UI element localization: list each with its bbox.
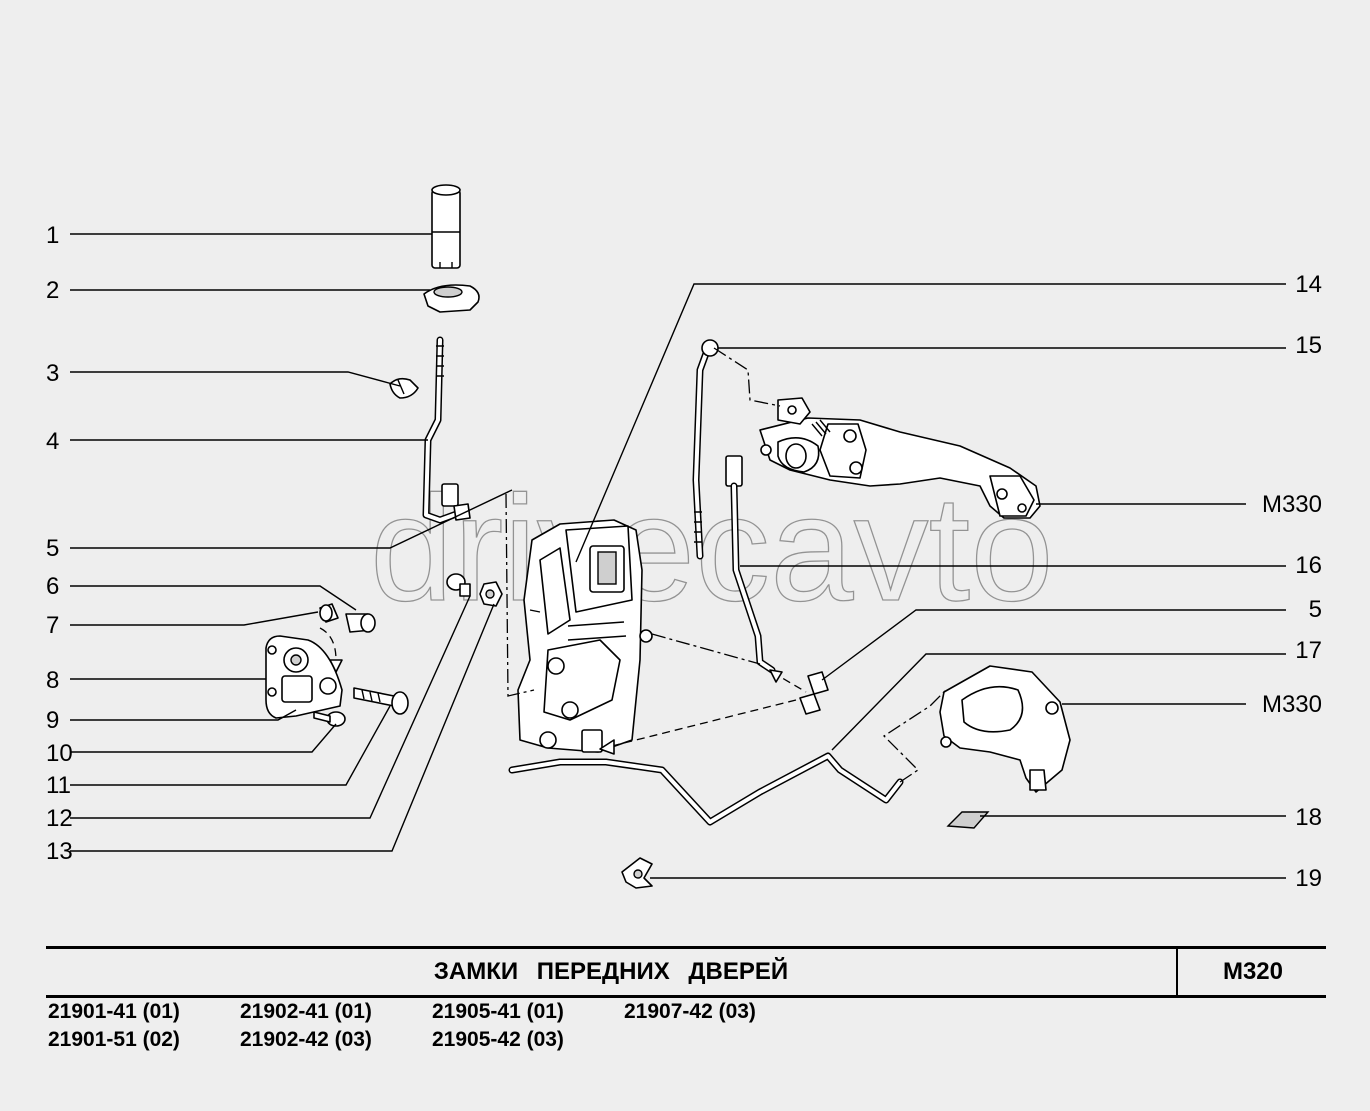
assembly-line-4 xyxy=(505,493,535,697)
part-clip xyxy=(389,377,419,399)
part-bushings xyxy=(319,603,376,673)
model-code: 21902-41 (01) xyxy=(240,1000,372,1023)
diagram-code: M320 xyxy=(1222,958,1284,985)
part-pad xyxy=(946,811,990,829)
arrow-head-1 xyxy=(599,739,615,755)
title-block: ЗАМКИ ПЕРЕДНИХ ДВЕРЕЙ M320 xyxy=(46,946,1326,998)
diagram-title: ЗАМКИ ПЕРЕДНИХ ДВЕРЕЙ xyxy=(433,958,789,985)
callout-12: 12 xyxy=(46,805,73,832)
part-rod-clip-left xyxy=(453,503,471,521)
model-code: 21905-41 (01) xyxy=(432,1000,564,1023)
callout-7: 7 xyxy=(46,612,59,639)
callout-4: 4 xyxy=(46,428,59,455)
assembly-line-1 xyxy=(603,699,797,749)
part-inside-handle xyxy=(939,665,1071,793)
model-code: 21902-42 (03) xyxy=(240,1028,372,1051)
callout-6: 6 xyxy=(46,573,59,600)
model-code: 21901-41 (01) xyxy=(48,1000,180,1023)
part-screw xyxy=(313,711,346,727)
callout-15: 15 xyxy=(1295,332,1322,359)
watermark: drivecavto xyxy=(370,464,1054,632)
leader-lines-left xyxy=(70,233,513,852)
guide-line-handle xyxy=(713,347,781,407)
part-retainer xyxy=(621,857,653,889)
callout-9: 9 xyxy=(46,707,59,734)
part-lock-button-rod xyxy=(422,336,466,524)
callout-19: 19 xyxy=(1295,865,1322,892)
part-sleeve-ring xyxy=(423,284,480,313)
assembly-line-3 xyxy=(651,633,761,665)
part-door-lock xyxy=(517,519,653,753)
callout-m330-inner: M330 xyxy=(1262,691,1322,718)
part-nut-13 xyxy=(479,581,503,607)
part-inside-handle-rod xyxy=(508,752,904,826)
callout-5: 5 xyxy=(46,535,59,562)
part-cylinder-rod xyxy=(725,455,776,674)
title-divider xyxy=(1176,949,1178,995)
part-lock-button-sleeve xyxy=(431,184,461,269)
callout-17: 17 xyxy=(1295,637,1322,664)
callout-labels-right: 14 15 M330 16 5 17 M330 18 19 xyxy=(1262,271,1322,892)
guide-line-inner xyxy=(882,689,947,783)
callout-18: 18 xyxy=(1295,804,1322,831)
model-code: 21907-42 (03) xyxy=(624,1000,756,1023)
callout-labels-left: 1 2 3 4 5 6 7 8 9 10 11 12 13 xyxy=(46,222,73,865)
callout-1: 1 xyxy=(46,222,59,249)
part-striker-plate xyxy=(265,635,343,719)
applicable-models: 21901-41 (01) 21901-51 (02) 21902-41 (01… xyxy=(48,1000,848,1060)
model-code: 21901-51 (02) xyxy=(48,1028,180,1051)
callout-13: 13 xyxy=(46,838,73,865)
part-screw-12 xyxy=(446,573,471,597)
callout-2: 2 xyxy=(46,277,59,304)
part-outside-handle xyxy=(759,397,1041,519)
leader-lines-right xyxy=(575,283,1286,879)
model-code: 21905-42 (03) xyxy=(432,1028,564,1051)
callout-3: 3 xyxy=(46,360,59,387)
callout-16: 16 xyxy=(1295,552,1322,579)
part-rod-clip xyxy=(799,671,829,715)
part-bolt xyxy=(353,687,409,715)
callout-8: 8 xyxy=(46,667,59,694)
arrow-head-2 xyxy=(769,669,783,683)
callout-5-right: 5 xyxy=(1309,596,1322,623)
callout-14: 14 xyxy=(1295,271,1322,298)
part-outside-handle-rod xyxy=(692,339,719,560)
callout-m330-outer: M330 xyxy=(1262,491,1322,518)
callout-11: 11 xyxy=(46,772,71,799)
callout-10: 10 xyxy=(46,740,73,767)
